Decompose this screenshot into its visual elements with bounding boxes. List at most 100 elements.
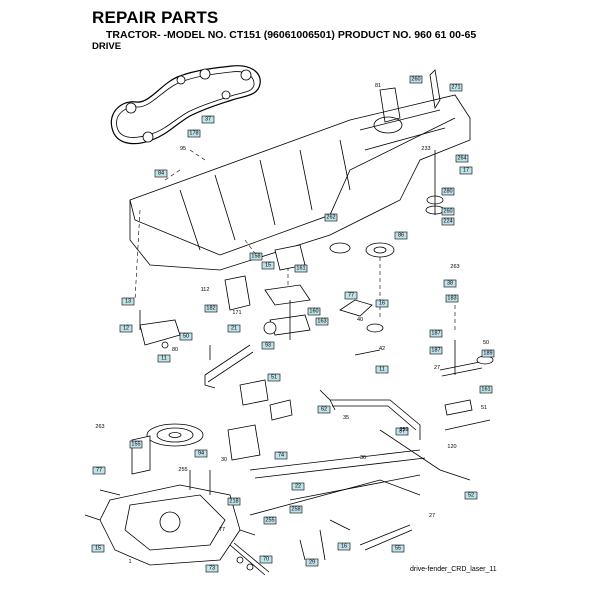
callout-tag: 62 <box>317 405 331 414</box>
callout-tag: 77 <box>92 466 106 475</box>
callout-tag: 218 <box>227 497 241 506</box>
callout-tag: 12 <box>119 324 133 333</box>
callouts: 37 178 84 260 271 264 17 280 260 224 262… <box>91 75 495 573</box>
svg-text:255: 255 <box>265 518 274 524</box>
ref-number: 27 <box>434 365 440 371</box>
svg-text:37: 37 <box>205 117 211 123</box>
callout-tag: 37 <box>201 115 215 124</box>
svg-text:70: 70 <box>263 557 269 563</box>
svg-text:12: 12 <box>123 326 129 332</box>
svg-text:50: 50 <box>183 334 189 340</box>
callout-tag: 86 <box>394 231 408 240</box>
callout-tag: 22 <box>291 482 305 491</box>
svg-text:15: 15 <box>265 263 271 269</box>
callout-tag: 17 <box>459 166 473 175</box>
svg-text:271: 271 <box>451 85 460 91</box>
svg-text:74: 74 <box>278 453 284 459</box>
callout-tag: 187 <box>429 329 443 338</box>
svg-text:93: 93 <box>265 343 271 349</box>
svg-text:94: 94 <box>198 451 204 457</box>
callout-tag: 182 <box>204 304 218 313</box>
svg-text:262: 262 <box>326 215 335 221</box>
ref-number: 35 <box>343 415 349 421</box>
svg-text:13: 13 <box>125 299 131 305</box>
callout-tag: 155 <box>129 440 143 449</box>
ref-number: 36 <box>360 455 366 461</box>
callout-tag: 262 <box>324 213 338 222</box>
callout-tag: 15 <box>261 261 275 270</box>
svg-text:38: 38 <box>447 281 453 287</box>
svg-text:17: 17 <box>463 168 469 174</box>
svg-text:163: 163 <box>317 319 326 325</box>
callout-tag: 73 <box>205 564 219 573</box>
svg-text:183: 183 <box>447 296 456 302</box>
callout-tag: 37 <box>395 427 409 436</box>
linkage-rods <box>249 389 471 551</box>
ref-number: 30 <box>221 457 227 463</box>
lower-bracket <box>227 379 293 461</box>
svg-text:15: 15 <box>95 546 101 552</box>
svg-text:22: 22 <box>295 484 301 490</box>
svg-text:84: 84 <box>158 171 164 177</box>
svg-text:21: 21 <box>231 326 237 332</box>
callout-tag: 52 <box>464 491 478 500</box>
ref-number: 77 <box>219 527 225 533</box>
ref-number: 95 <box>180 146 186 152</box>
svg-text:29: 29 <box>309 560 315 566</box>
ref-number: 51 <box>481 405 487 411</box>
svg-text:182: 182 <box>206 306 215 312</box>
callout-tag: 38 <box>443 279 457 288</box>
callout-tag: 13 <box>121 297 135 306</box>
svg-text:37: 37 <box>399 429 405 435</box>
svg-text:264: 264 <box>457 156 466 162</box>
callout-tag: 29 <box>305 558 319 567</box>
callout-tag: 163 <box>315 317 329 326</box>
ref-number: 27 <box>429 513 435 519</box>
lower-hardware <box>99 489 326 576</box>
svg-text:187: 187 <box>431 331 440 337</box>
ref-number: 120 <box>447 444 456 450</box>
callout-tag: 93 <box>261 341 275 350</box>
ref-number: 259 <box>399 427 408 433</box>
callout-tag: 161 <box>479 385 493 394</box>
svg-text:161: 161 <box>481 387 490 393</box>
ref-number: 81 <box>375 83 381 89</box>
svg-text:51: 51 <box>271 375 277 381</box>
svg-text:11: 11 <box>379 367 385 373</box>
control-shaft <box>204 321 277 389</box>
svg-text:260: 260 <box>443 209 452 215</box>
right-arm <box>439 340 494 431</box>
callout-tag: 264 <box>455 154 469 163</box>
svg-text:16: 16 <box>379 301 385 307</box>
callout-tag: 50 <box>179 332 193 341</box>
svg-text:280: 280 <box>443 189 452 195</box>
callout-tag: 74 <box>274 451 288 460</box>
ref-number: 1 <box>128 559 131 565</box>
callout-tag: 21 <box>227 324 241 333</box>
svg-text:77: 77 <box>348 293 354 299</box>
callout-tag: 15 <box>91 544 105 553</box>
ref-number: 50 <box>483 340 489 346</box>
ref-number: 171 <box>232 310 241 316</box>
callout-tag: 158 <box>249 252 263 261</box>
callout-tag: 55 <box>391 544 405 553</box>
svg-text:155: 155 <box>131 442 140 448</box>
drive-belt <box>110 65 261 145</box>
callout-tag: 16 <box>375 299 389 308</box>
callout-tag: 260 <box>409 75 423 84</box>
callout-tag: 178 <box>187 129 201 138</box>
callout-tag: 224 <box>441 217 455 226</box>
pulley-assembly <box>329 150 445 356</box>
drawing-id: drive-fender_CRD_laser_11 <box>410 566 497 573</box>
section-label: DRIVE <box>92 41 122 52</box>
svg-text:55: 55 <box>395 546 401 552</box>
tractor-frame <box>129 69 471 271</box>
callout-tag: 11 <box>157 354 171 363</box>
svg-text:161: 161 <box>296 266 305 272</box>
svg-text:260: 260 <box>411 77 420 83</box>
ref-number: 112 <box>201 287 210 293</box>
svg-text:16: 16 <box>341 544 347 550</box>
callout-tag: 161 <box>294 264 308 273</box>
svg-text:160: 160 <box>309 309 318 315</box>
